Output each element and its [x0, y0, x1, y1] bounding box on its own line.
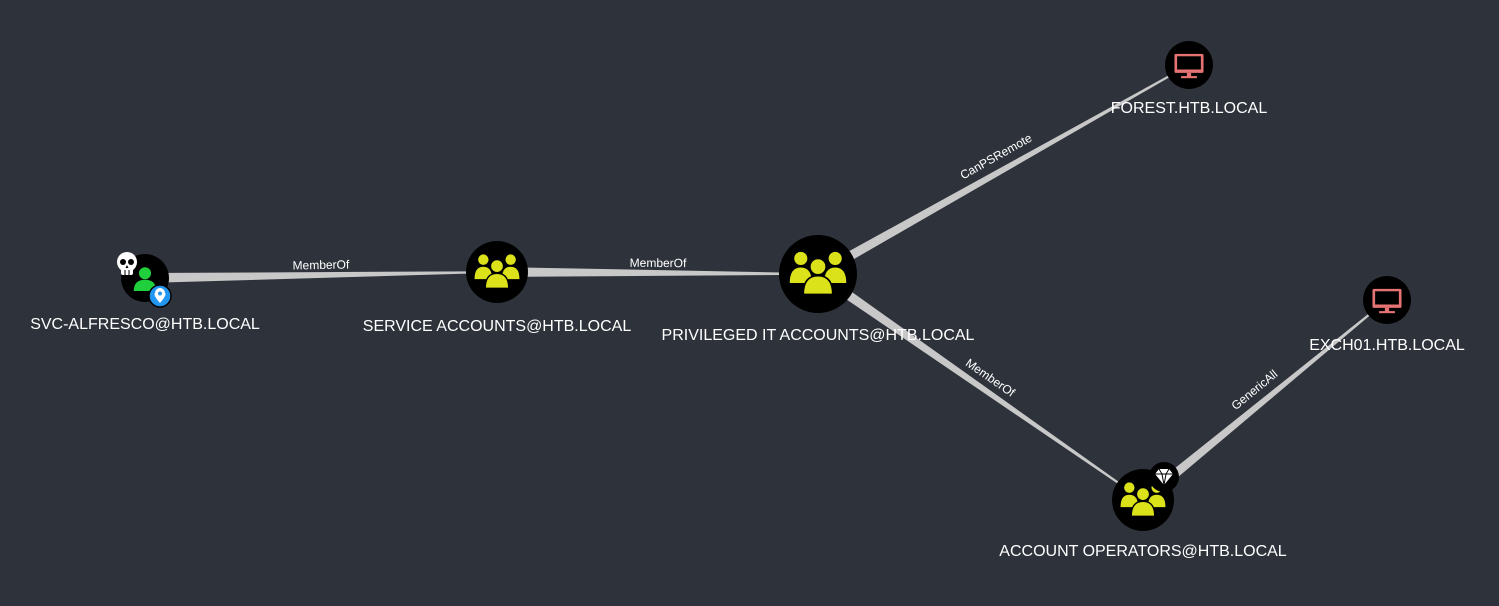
user-icon [133, 267, 157, 291]
node-label-exch: EXCH01.HTB.LOCAL [1309, 337, 1465, 354]
nodes-layer: SVC-ALFRESCO@HTB.LOCAL SERVICE ACCOUNTS@H… [30, 41, 1465, 560]
node-label-acctops: ACCOUNT OPERATORS@HTB.LOCAL [999, 543, 1287, 560]
group-icon [789, 251, 847, 296]
node-svc[interactable]: SVC-ALFRESCO@HTB.LOCAL [30, 252, 260, 333]
node-label-svc: SVC-ALFRESCO@HTB.LOCAL [30, 316, 260, 333]
group-icon [474, 254, 520, 289]
edge-privit-acctops[interactable] [815, 269, 1144, 501]
location-pin-icon [148, 284, 172, 308]
edge-acctops-exch[interactable] [1139, 299, 1388, 504]
edge-svc-svcacc[interactable] [144, 271, 498, 283]
edge-svcacc-privit[interactable] [496, 267, 819, 277]
edge-privit-forest[interactable] [815, 64, 1190, 279]
node-exch[interactable]: EXCH01.HTB.LOCAL [1309, 276, 1465, 354]
computer-icon [1174, 53, 1204, 79]
diamond-icon [1149, 462, 1179, 492]
node-svcacc[interactable]: SERVICE ACCOUNTS@HTB.LOCAL [363, 241, 632, 335]
node-label-privit: PRIVILEGED IT ACCOUNTS@HTB.LOCAL [662, 327, 975, 344]
edge-label-svcacc-privit: MemberOf [630, 256, 687, 270]
node-label-forest: FOREST.HTB.LOCAL [1111, 100, 1268, 117]
node-forest[interactable]: FOREST.HTB.LOCAL [1111, 41, 1268, 117]
edge-label-svc-svcacc: MemberOf [292, 258, 350, 273]
computer-icon [1372, 288, 1402, 314]
group-icon [1120, 482, 1166, 517]
node-acctops[interactable]: ACCOUNT OPERATORS@HTB.LOCAL [999, 462, 1287, 560]
node-privit[interactable]: PRIVILEGED IT ACCOUNTS@HTB.LOCAL [662, 235, 975, 344]
node-label-svcacc: SERVICE ACCOUNTS@HTB.LOCAL [363, 318, 632, 335]
skull-icon [117, 252, 137, 275]
